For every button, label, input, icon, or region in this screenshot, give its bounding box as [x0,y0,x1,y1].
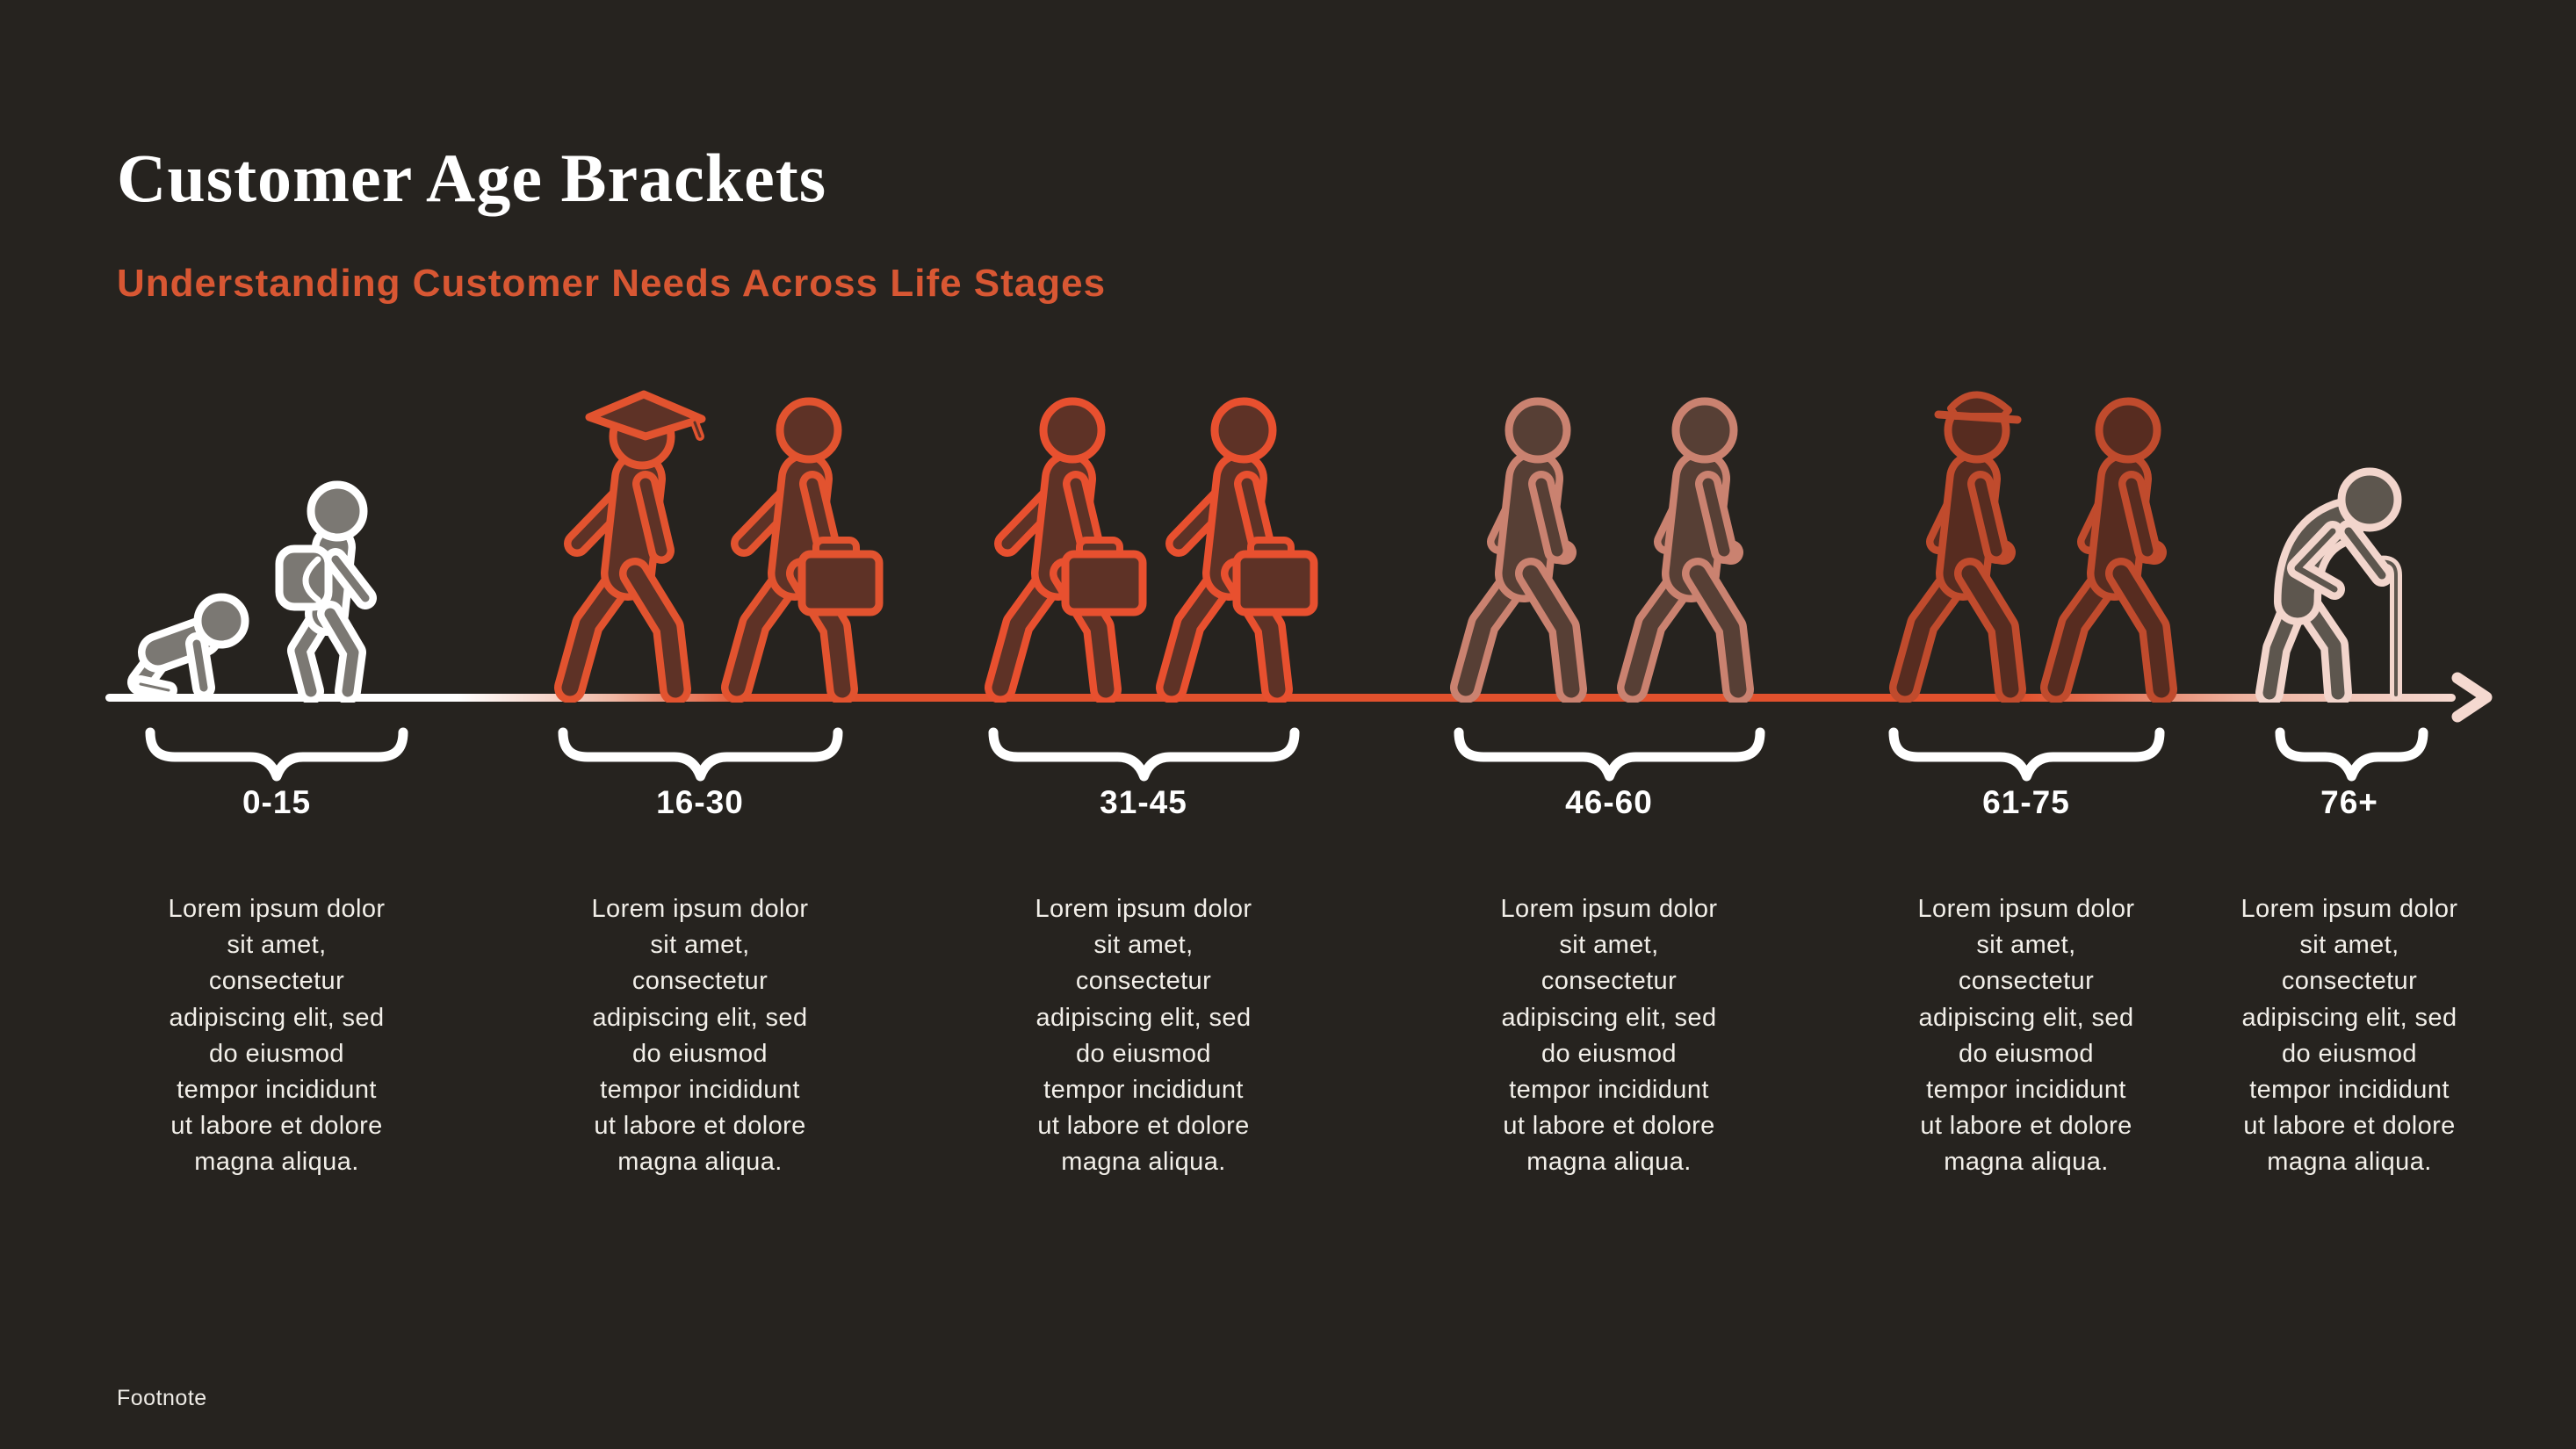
age-group-figures [1450,397,1754,703]
bracket-brace [558,727,843,782]
business-briefcase-icon [985,397,1147,703]
footnote: Footnote [117,1386,207,1410]
page-subtitle: Understanding Customer Needs Across Life… [117,262,1107,305]
age-group-figures [127,480,377,703]
age-bracket-label: 46-60 [1565,784,1653,820]
crawling-baby-icon [127,593,249,699]
timeline-arrow-icon [2451,672,2493,723]
bracket-brace [145,727,408,782]
age-bracket-label: 0-15 [242,784,312,820]
age-bracket-label: 16-30 [656,784,744,820]
bracket-brace [988,727,1300,782]
child-with-backpack-icon [275,480,377,703]
age-bracket-description: Lorem ipsum dolor sit amet, consectetur … [1917,895,2135,1177]
age-bracket-label: 31-45 [1100,784,1187,820]
bracket-brace [1888,727,2165,782]
age-bracket-description: Lorem ipsum dolor sit amet, consectetur … [591,895,809,1177]
age-bracket-description: Lorem ipsum dolor sit amet, consectetur … [1500,895,1718,1177]
age-bracket-description: Lorem ipsum dolor sit amet, consectetur … [1035,895,1252,1177]
age-bracket-label: 76+ [2320,784,2378,820]
elderly-cane-icon [2255,467,2402,703]
age-bracket-description: Lorem ipsum dolor sit amet, consectetur … [168,895,386,1177]
age-group-figures [554,390,884,703]
bracket-brace [1454,727,1765,782]
age-bracket-description: Lorem ipsum dolor sit amet, consectetur … [2240,895,2458,1177]
age-group-figures [985,397,1318,703]
bracket-brace [2275,727,2428,782]
business-icon [1450,397,1587,703]
age-bracket-label: 61-75 [1982,784,2070,820]
senior-hat-icon [1889,391,2026,703]
age-group-figures [2255,467,2402,703]
business-briefcase-icon [721,397,884,703]
business-briefcase-icon [1156,397,1318,703]
senior-icon [2040,397,2177,703]
page-title: Customer Age Brackets [117,140,827,216]
age-group-figures [1889,391,2177,703]
business-icon [1617,397,1754,703]
graduate-icon [554,390,706,703]
